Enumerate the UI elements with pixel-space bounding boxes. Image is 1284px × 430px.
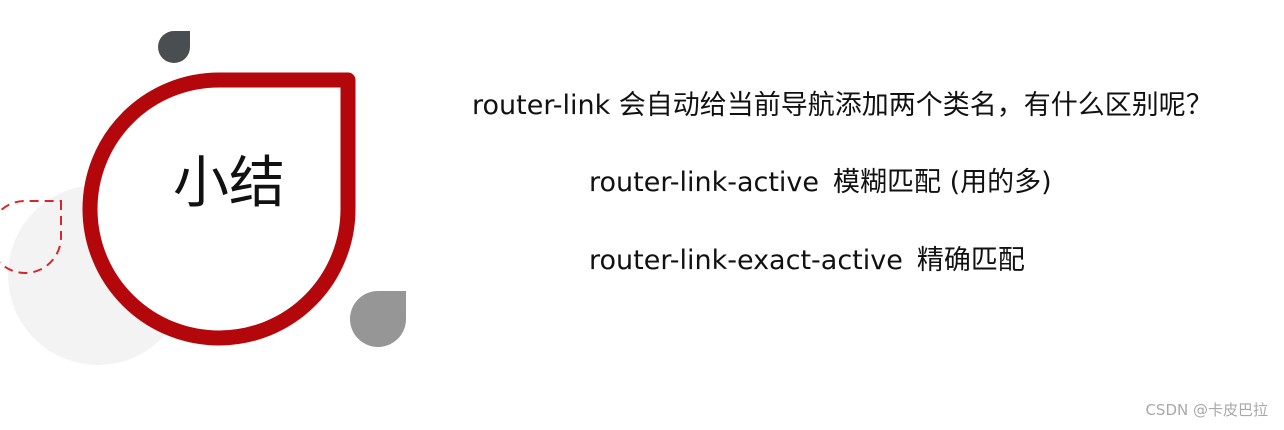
exact-active-class-description: 精确匹配: [916, 245, 1025, 276]
title-teardrop-ring-shape: [82, 72, 356, 346]
exact-active-class-name: router-link-exact-active: [589, 245, 903, 276]
active-class-name: router-link-active: [589, 167, 820, 198]
dashed-teardrop-outline-shape: [0, 200, 63, 274]
bottom-teardrop-shape: [350, 291, 406, 347]
question-text: router-link 会自动给当前导航添加两个类名，有什么区别呢？: [472, 90, 1213, 121]
csdn-watermark: CSDN @卡皮巴拉: [1145, 401, 1268, 419]
exact-active-class-row: router-link-exact-active 精确匹配: [589, 245, 1025, 277]
slide-title: 小结: [173, 151, 285, 216]
active-class-row: router-link-active 模糊匹配 (用的多): [589, 167, 1052, 199]
active-class-description: 模糊匹配 (用的多): [833, 167, 1052, 198]
top-teardrop-shape: [158, 31, 190, 63]
